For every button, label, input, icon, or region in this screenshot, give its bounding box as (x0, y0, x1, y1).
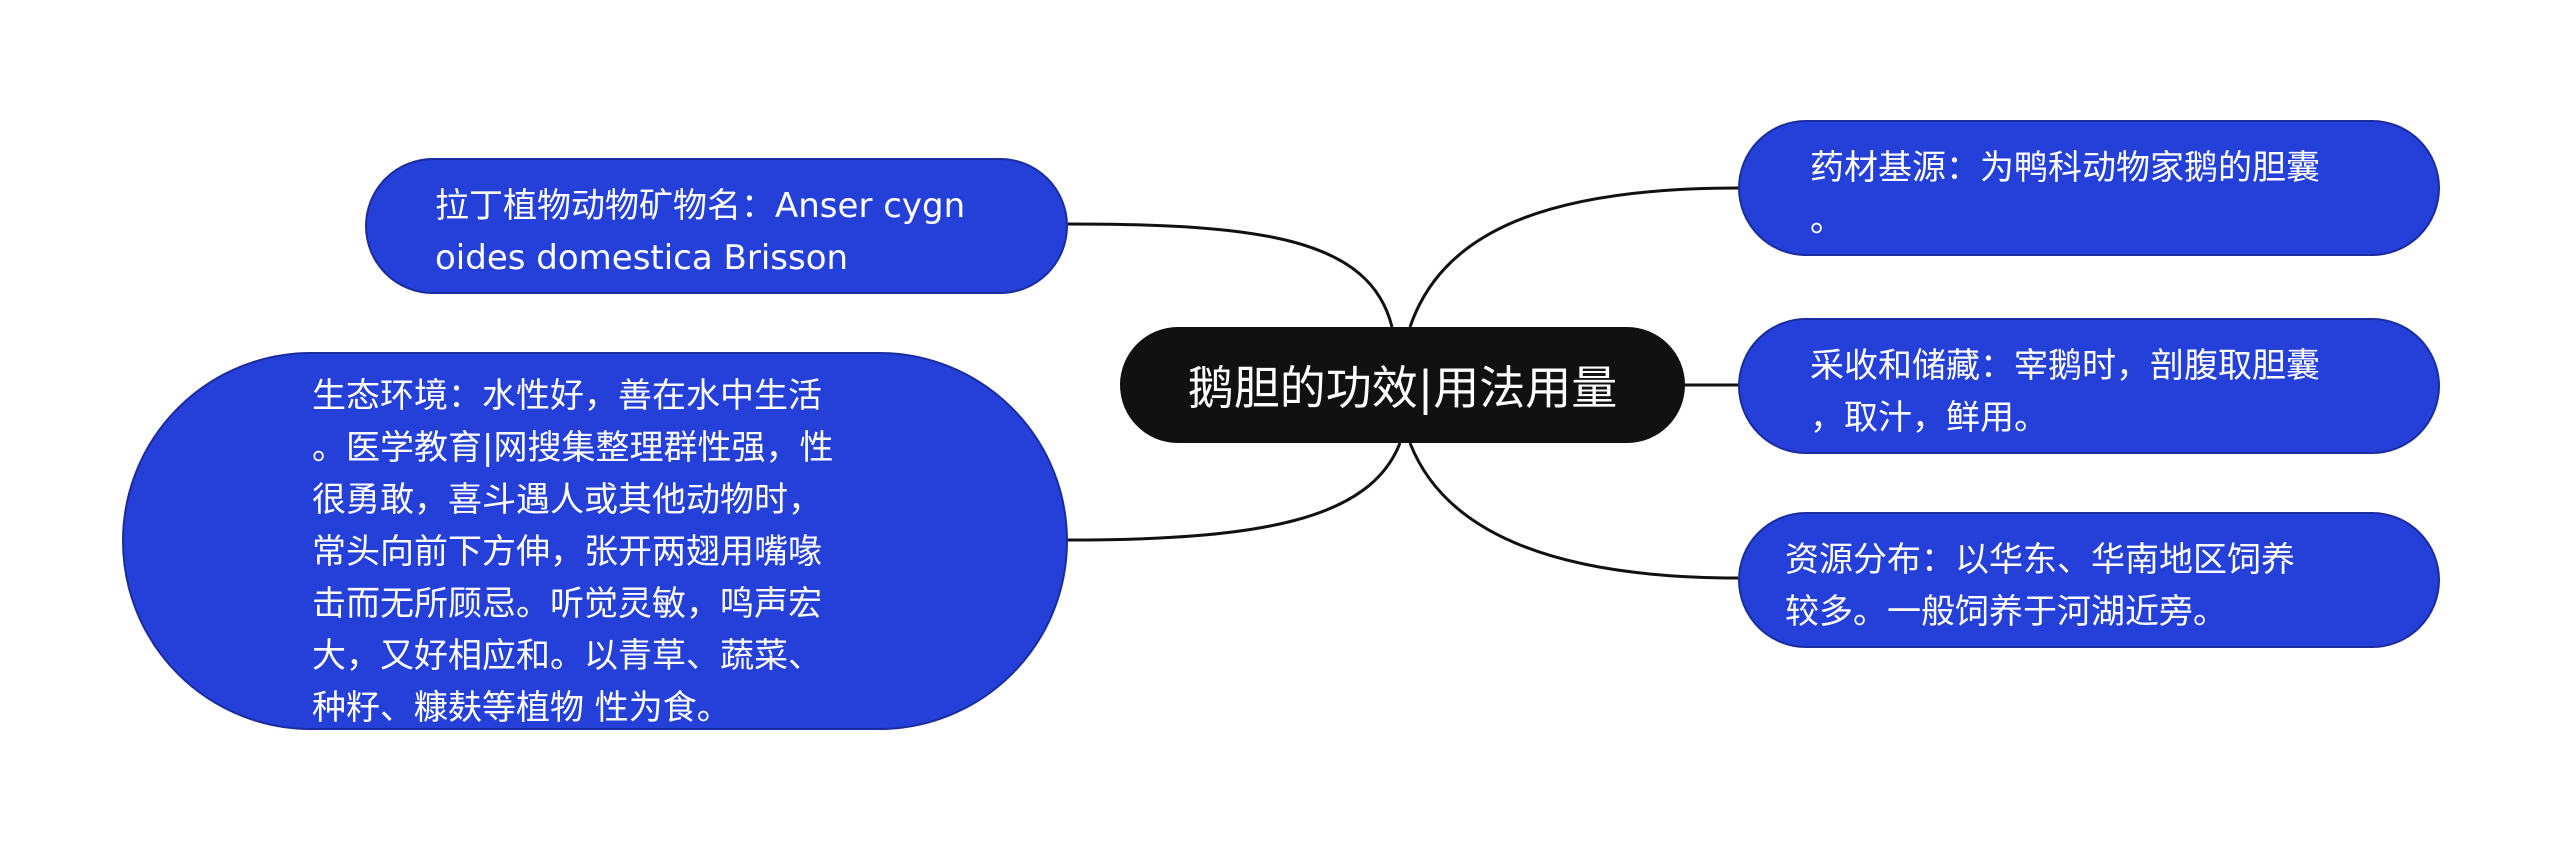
connector-latin (1067, 222, 1394, 328)
central-topic-label: 鹅胆的功效|用法用量 (1187, 361, 1618, 415)
central-topic[interactable]: 鹅胆的功效|用法用量 (1120, 327, 1685, 443)
topic-ecology-line-5: 击而无所顾忌。听觉灵敏，鸣声宏 (312, 584, 822, 624)
topic-latin-name[interactable]: 拉丁植物动物矿物名：Anser cygn oides domestica Bri… (365, 158, 1068, 294)
topic-ecology-line-1: 生态环境：水性好，善在水中生活 (312, 376, 822, 416)
topic-source[interactable]: 药材基源：为鸭科动物家鹅的胆囊 。 (1738, 120, 2440, 256)
topic-ecology-line-6: 大，又好相应和。以青草、蔬菜、 (312, 636, 822, 676)
connector-ecology (1067, 442, 1402, 542)
connector-distribution (1408, 442, 1739, 580)
topic-ecology-line-7: 种籽、糠麸等植物 性为食。 (312, 688, 731, 728)
topic-harvest-line-2: ，取汁，鲜用。 (1810, 398, 2048, 438)
topic-ecology-line-2: 。医学教育|网搜集整理群性强，性 (312, 428, 834, 468)
topic-source-line-1: 药材基源：为鸭科动物家鹅的胆囊 (1810, 148, 2320, 188)
connector-source (1408, 186, 1739, 328)
topic-distribution-line-2: 较多。一般饲养于河湖近旁。 (1785, 592, 2227, 632)
topic-harvest-line-1: 采收和储藏：宰鹅时，剖腹取胆囊 (1810, 346, 2320, 386)
topic-latin-name-line-1: 拉丁植物动物矿物名：Anser cygn (435, 186, 966, 226)
topic-source-line-2: 。 (1810, 200, 1844, 240)
topic-distribution[interactable]: 资源分布：以华东、华南地区饲养 较多。一般饲养于河湖近旁。 (1738, 512, 2440, 648)
topic-ecology[interactable]: 生态环境：水性好，善在水中生活 。医学教育|网搜集整理群性强，性 很勇敢，喜斗遇… (122, 352, 1068, 730)
topic-harvest[interactable]: 采收和储藏：宰鹅时，剖腹取胆囊 ，取汁，鲜用。 (1738, 318, 2440, 454)
topic-latin-name-line-2: oides domestica Brisson (435, 238, 849, 278)
topic-distribution-line-1: 资源分布：以华东、华南地区饲养 (1785, 540, 2295, 580)
topic-ecology-line-3: 很勇敢，喜斗遇人或其他动物时， (312, 480, 822, 520)
topic-ecology-line-4: 常头向前下方伸，张开两翅用嘴喙 (312, 532, 822, 572)
